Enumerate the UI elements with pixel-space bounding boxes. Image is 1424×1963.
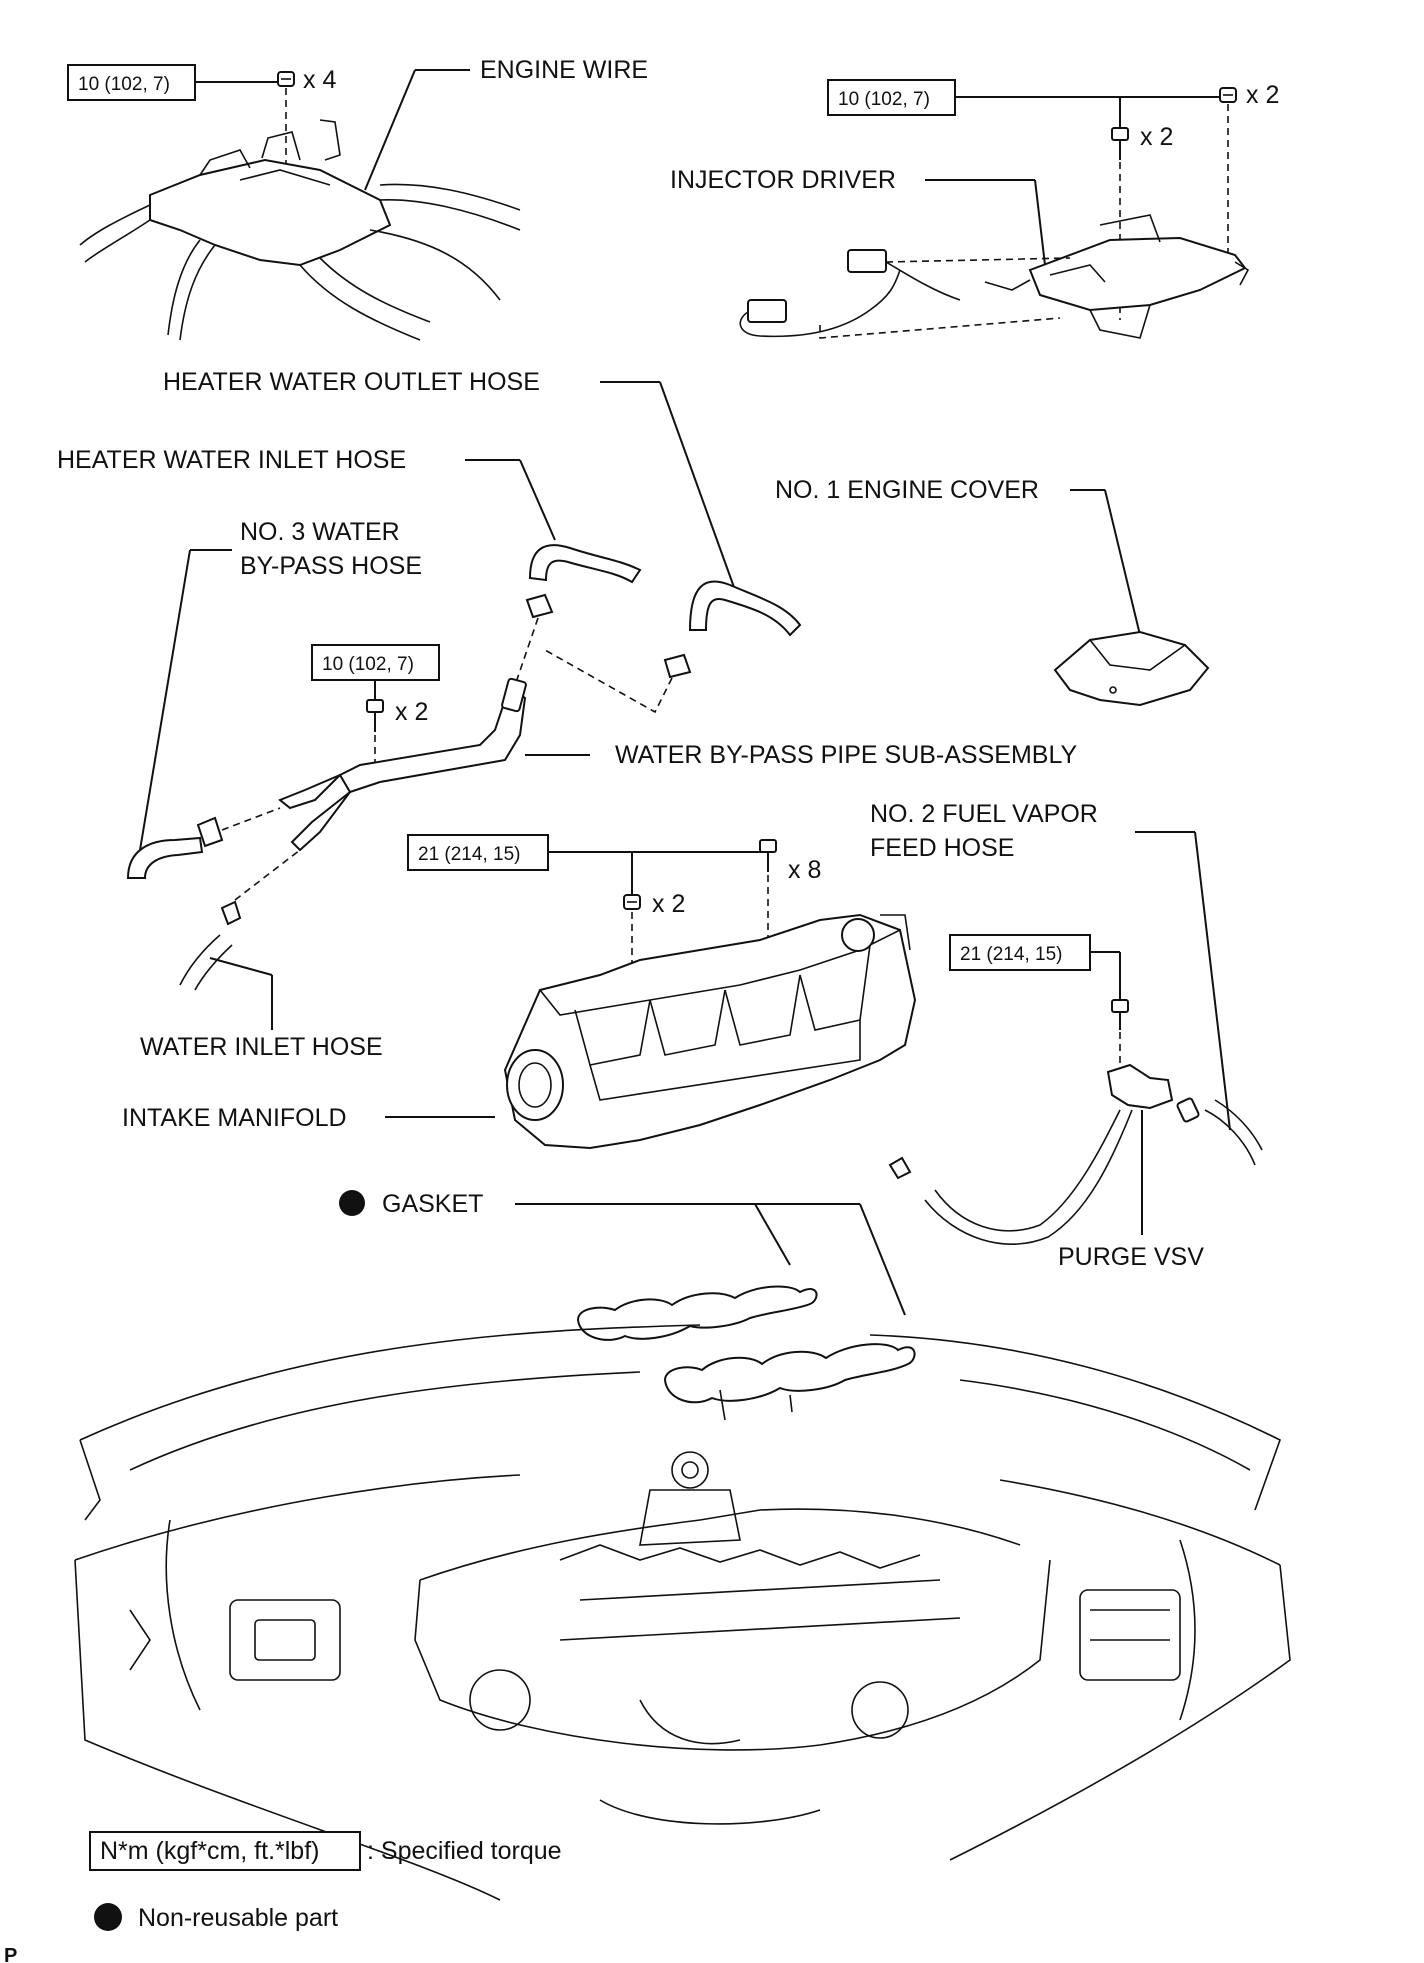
clamp-icon: [663, 653, 692, 679]
heater-outlet-hose-label: HEATER WATER OUTLET HOSE: [163, 368, 540, 396]
hose-clamp: [1176, 1097, 1200, 1123]
clamp-icon: [525, 593, 554, 619]
injector-driver-group: 10 (102, 7) x 2 x 2 INJECTOR DRIVER: [670, 79, 1279, 339]
legend-torque-text: : Specified torque: [367, 1837, 562, 1865]
bolt-icon: [366, 699, 384, 732]
engine-cover-group: NO. 1 ENGINE COVER: [775, 476, 1210, 707]
legend-torque-box: [89, 1831, 361, 1871]
bolt-icon: [759, 839, 777, 872]
bypass-torque-text: 10 (102, 7): [322, 654, 414, 675]
water-inlet-hose-label: WATER INLET HOSE: [140, 1033, 383, 1061]
purge-vsv: [1106, 1063, 1174, 1110]
gasket-lower: [663, 1343, 916, 1404]
water-bypass-pipe-label: WATER BY-PASS PIPE SUB-ASSEMBLY: [615, 741, 1077, 769]
nut-icon: [277, 71, 295, 87]
injector-driver-torque-box: [827, 79, 956, 116]
no3-bypass-hose-label-2: BY-PASS HOSE: [240, 552, 422, 580]
manifold-bolt-qty: x 8: [788, 856, 821, 884]
injector-bolt-qty: x 2: [1140, 123, 1173, 151]
engine-wire-group: 10 (102, 7) x 4 ENGINE WIRE: [67, 56, 648, 341]
gasket-label: GASKET: [382, 1190, 483, 1218]
purge-vsv-torque-text: 21 (214, 15): [960, 944, 1062, 965]
purge-vsv-label: PURGE VSV: [1058, 1243, 1204, 1271]
gasket-upper: [576, 1285, 818, 1341]
engine-cover-label: NO. 1 ENGINE COVER: [775, 476, 1039, 504]
intake-manifold-group: 21 (214, 15) x 8 x 2 INTAKE MANIFOLD: [122, 834, 917, 1150]
injector-driver-torque-text: 10 (102, 7): [838, 89, 930, 110]
injector-driver-label: INJECTOR DRIVER: [670, 166, 896, 194]
injector-connector-a: [747, 299, 787, 323]
purge-vsv-torque-box: [949, 934, 1091, 971]
engine-wire-harness: [149, 158, 392, 267]
heater-inlet-hose: [528, 544, 642, 584]
gasket-group: GASKET: [339, 1190, 916, 1404]
heater-outlet-hose: [688, 580, 802, 637]
no3-bypass-hose-label-1: NO. 3 WATER: [240, 518, 400, 546]
heater-inlet-hose-label: HEATER WATER INLET HOSE: [57, 446, 406, 474]
non-reusable-mark-icon: [339, 1190, 365, 1216]
nut-icon: [623, 894, 641, 910]
legend: N*m (kgf*cm, ft.*lbf) : Specified torque…: [89, 1831, 562, 1932]
bypass-bolt-qty: x 2: [395, 698, 428, 726]
corner-mark: P: [4, 1945, 17, 1963]
engine-wire-torque-text: 10 (102, 7): [78, 74, 170, 95]
bypass-torque-box: [311, 644, 440, 681]
engine-wire-torque-box: [67, 64, 196, 101]
engine-bay-illustration: [74, 1324, 1291, 1901]
bolt-icon: [1111, 127, 1129, 160]
fuel-vapor-hose-label-1: NO. 2 FUEL VAPOR: [870, 800, 1098, 828]
engine-wire-nut-qty: x 4: [303, 66, 336, 94]
legend-nonreusable-text: Non-reusable part: [138, 1904, 338, 1932]
non-reusable-legend-icon: [94, 1903, 122, 1931]
intake-manifold-label: INTAKE MANIFOLD: [122, 1104, 347, 1132]
injector-driver-unit: [1028, 236, 1247, 312]
no3-bypass-hose: [126, 836, 204, 879]
manifold-nut-qty: x 2: [652, 890, 685, 918]
purge-vsv-group: NO. 2 FUEL VAPOR FEED HOSE 21 (214, 15) …: [870, 800, 1263, 1271]
manifold-torque-text: 21 (214, 15): [418, 844, 520, 865]
throttle-body: [506, 1049, 564, 1121]
nut-icon: [1219, 87, 1237, 103]
hose-clamp: [888, 1156, 912, 1180]
water-bypass-group: HEATER WATER OUTLET HOSE HEATER WATER IN…: [57, 368, 1077, 1061]
engine-wire-label: ENGINE WIRE: [480, 56, 648, 84]
fuel-vapor-hose-label-2: FEED HOSE: [870, 834, 1014, 862]
clamp-icon: [196, 816, 224, 848]
injector-connector-b: [847, 249, 887, 273]
injector-nut-qty: x 2: [1246, 81, 1279, 109]
manifold-torque-box: [407, 834, 549, 871]
intake-manifold: [503, 913, 917, 1150]
bolt-icon: [1111, 999, 1129, 1030]
no1-engine-cover: [1053, 630, 1210, 707]
clamp-icon: [220, 900, 242, 926]
legend-torque-box-text: N*m (kgf*cm, ft.*lbf): [100, 1837, 319, 1865]
